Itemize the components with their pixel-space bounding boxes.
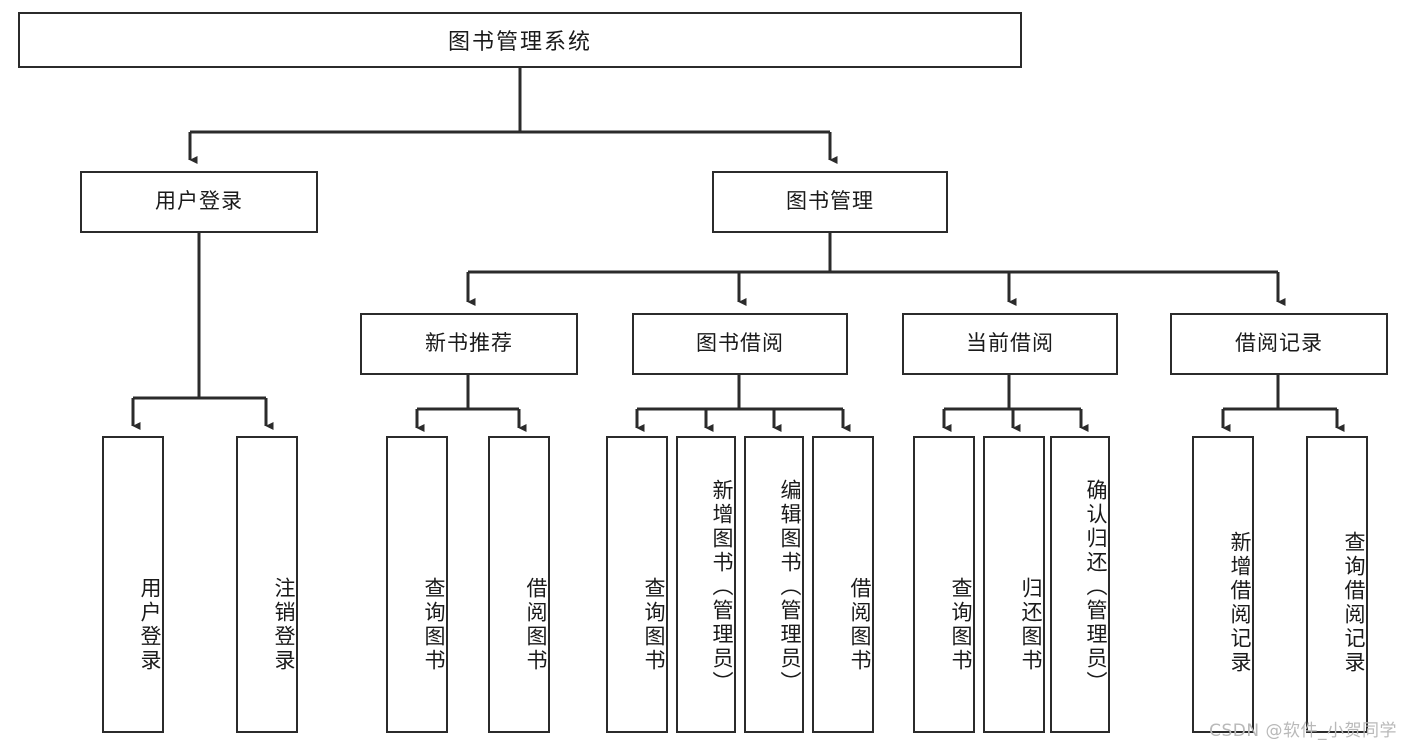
node-label: 新增图书（管理员） <box>710 478 734 695</box>
node-label: 图书管理系统 <box>447 30 592 55</box>
leaf-add-record[interactable]: 新增借阅记录 <box>1192 436 1254 733</box>
leaf-query-book-1[interactable]: 查询图书 <box>386 436 448 733</box>
leaf-confirm-return[interactable]: 确认归还（管理员） <box>1050 436 1110 733</box>
node-label: 借阅记录 <box>1235 331 1323 356</box>
node-current-borrow[interactable]: 当前借阅 <box>902 313 1118 375</box>
node-label: 查询图书 <box>642 576 666 673</box>
leaf-logout-login[interactable]: 注销登录 <box>236 436 298 733</box>
node-label: 图书借阅 <box>696 331 784 356</box>
leaf-query-book-3[interactable]: 查询图书 <box>913 436 975 733</box>
node-label: 借阅图书 <box>524 576 548 673</box>
leaf-query-record[interactable]: 查询借阅记录 <box>1306 436 1368 733</box>
node-label: 借阅图书 <box>848 576 872 673</box>
node-label: 查询借阅记录 <box>1342 530 1366 675</box>
leaf-borrow-book-2[interactable]: 借阅图书 <box>812 436 874 733</box>
node-book-management[interactable]: 图书管理 <box>712 171 948 233</box>
node-root-system[interactable]: 图书管理系统 <box>18 12 1022 68</box>
leaf-edit-book[interactable]: 编辑图书（管理员） <box>744 436 804 733</box>
node-label: 注销登录 <box>272 576 296 673</box>
node-label: 编辑图书（管理员） <box>778 478 802 695</box>
node-label: 新书推荐 <box>425 331 513 356</box>
node-label: 新增借阅记录 <box>1228 530 1252 675</box>
leaf-return-book[interactable]: 归还图书 <box>983 436 1045 733</box>
leaf-add-book[interactable]: 新增图书（管理员） <box>676 436 736 733</box>
node-borrow-record[interactable]: 借阅记录 <box>1170 313 1388 375</box>
leaf-query-book-2[interactable]: 查询图书 <box>606 436 668 733</box>
node-label: 查询图书 <box>949 576 973 673</box>
node-label: 确认归还（管理员） <box>1084 478 1108 695</box>
leaf-borrow-book-1[interactable]: 借阅图书 <box>488 436 550 733</box>
node-label: 归还图书 <box>1019 576 1043 673</box>
node-label: 当前借阅 <box>966 331 1054 356</box>
node-label: 用户登录 <box>138 576 162 673</box>
node-label: 用户登录 <box>155 189 243 214</box>
node-new-book-recommend[interactable]: 新书推荐 <box>360 313 578 375</box>
leaf-user-login[interactable]: 用户登录 <box>102 436 164 733</box>
node-book-borrow[interactable]: 图书借阅 <box>632 313 848 375</box>
node-user-login[interactable]: 用户登录 <box>80 171 318 233</box>
node-label: 查询图书 <box>422 576 446 673</box>
node-label: 图书管理 <box>786 189 874 214</box>
